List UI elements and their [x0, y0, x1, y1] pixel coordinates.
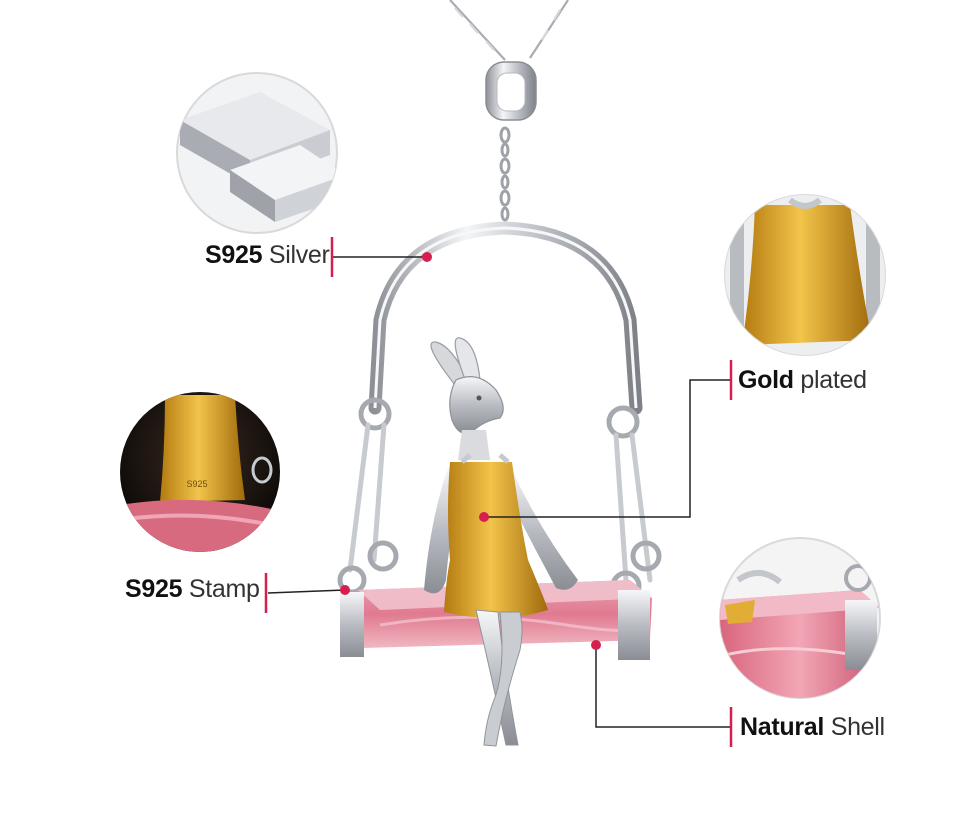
- inset-stamp: S925: [120, 392, 280, 552]
- label-bars: [264, 237, 733, 747]
- chain: [449, 0, 569, 61]
- swing-rods: [347, 422, 653, 583]
- label-stamp-rest: Stamp: [188, 575, 260, 603]
- stamp-engraving: S925: [186, 479, 207, 489]
- label-natural-shell: Natural Shell: [740, 713, 885, 742]
- pin-markers: [340, 252, 601, 650]
- upper-rings: [358, 397, 640, 439]
- swing-arch: [368, 221, 643, 415]
- label-s925-stamp: S925 Stamp: [125, 575, 260, 604]
- label-silver-bold: S925: [205, 241, 263, 269]
- rabbit-figure: [424, 337, 578, 747]
- leader-lines: [267, 256, 730, 728]
- label-gold-bold: Gold: [738, 366, 794, 394]
- inset-natural-shell: [719, 537, 881, 699]
- label-shell-rest: Shell: [830, 713, 885, 741]
- short-chain: [499, 126, 511, 222]
- label-gold-plated: Gold plated: [738, 366, 867, 395]
- bail: [485, 61, 537, 121]
- label-silver-rest: Silver: [268, 241, 330, 269]
- label-stamp-bold: S925: [125, 575, 183, 603]
- inset-silver-bars: [176, 72, 338, 234]
- label-gold-rest: plated: [800, 366, 867, 394]
- label-shell-bold: Natural: [740, 713, 825, 741]
- label-s925-silver: S925 Silver: [205, 241, 330, 270]
- inset-gold-plated: [724, 194, 886, 356]
